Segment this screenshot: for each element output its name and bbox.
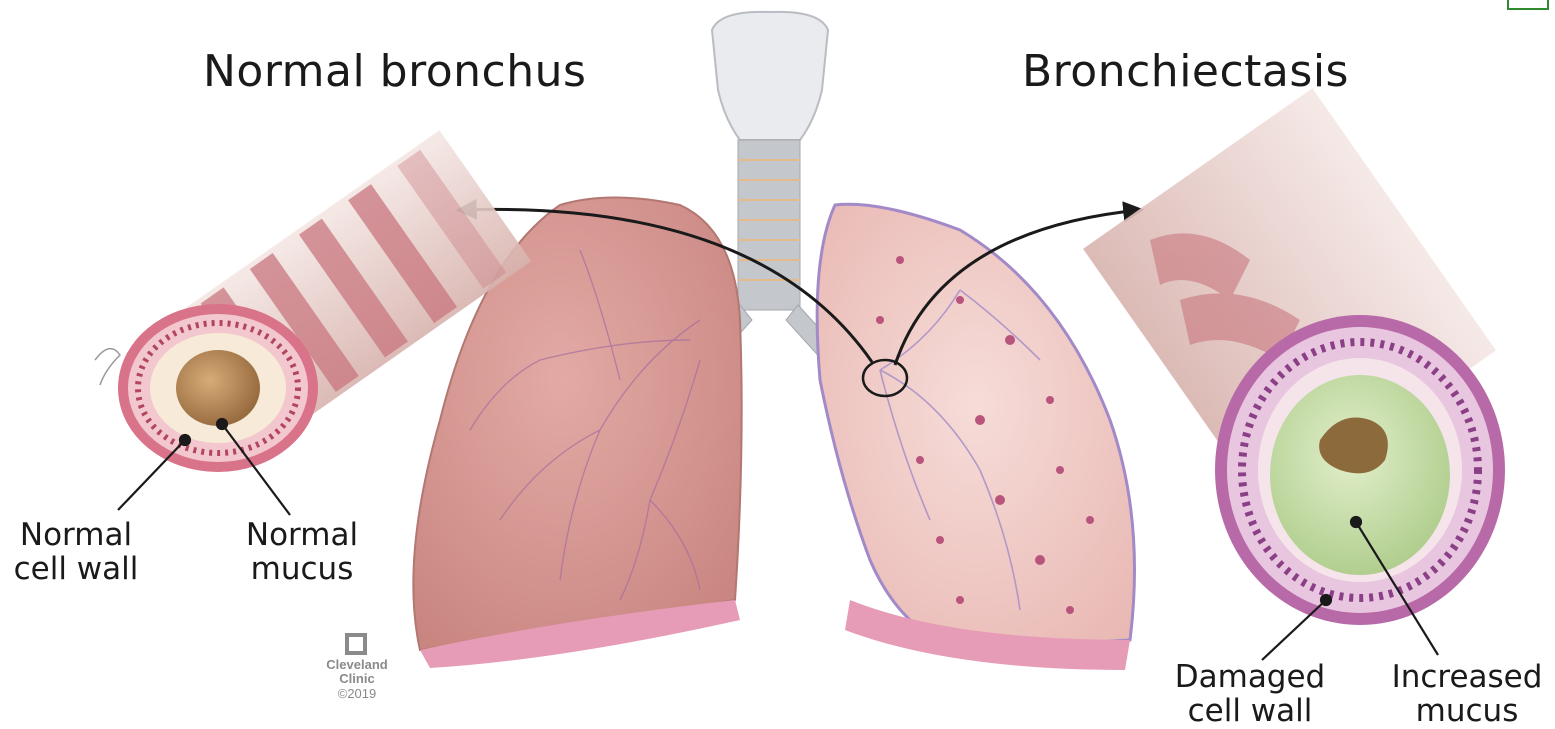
normal-mucus-label: Normal mucus [232, 518, 372, 586]
increased-mucus-label-line2: mucus [1382, 694, 1552, 728]
normal-cell-wall-label-line1: Normal [6, 518, 146, 552]
normal-mucus-label-line1: Normal [232, 518, 372, 552]
damaged-cell-wall-label-line2: cell wall [1160, 694, 1340, 728]
corner-badge [1507, 0, 1549, 10]
damaged-cell-wall-label: Damaged cell wall [1160, 660, 1340, 728]
normal-mucus-label-line2: mucus [232, 552, 372, 586]
normal-bronchus-title: Normal bronchus [203, 46, 586, 97]
damaged-cell-wall-label-line1: Damaged [1160, 660, 1340, 694]
credit-brand-line2: Clinic [312, 672, 402, 686]
normal-cell-wall-label: Normal cell wall [6, 518, 146, 586]
increased-mucus-label-line1: Increased [1382, 660, 1552, 694]
cleveland-clinic-credit: Cleveland Clinic ©2019 [312, 630, 402, 702]
bronchiectasis-illustration [1083, 88, 1505, 625]
credit-brand-line1: Cleveland [312, 658, 402, 672]
normal-cell-wall-label-line2: cell wall [6, 552, 146, 586]
credit-year: ©2019 [312, 686, 402, 702]
right-lung [817, 204, 1134, 670]
bronchiectasis-title: Bronchiectasis [1022, 46, 1349, 97]
increased-mucus-label: Increased mucus [1382, 660, 1552, 728]
